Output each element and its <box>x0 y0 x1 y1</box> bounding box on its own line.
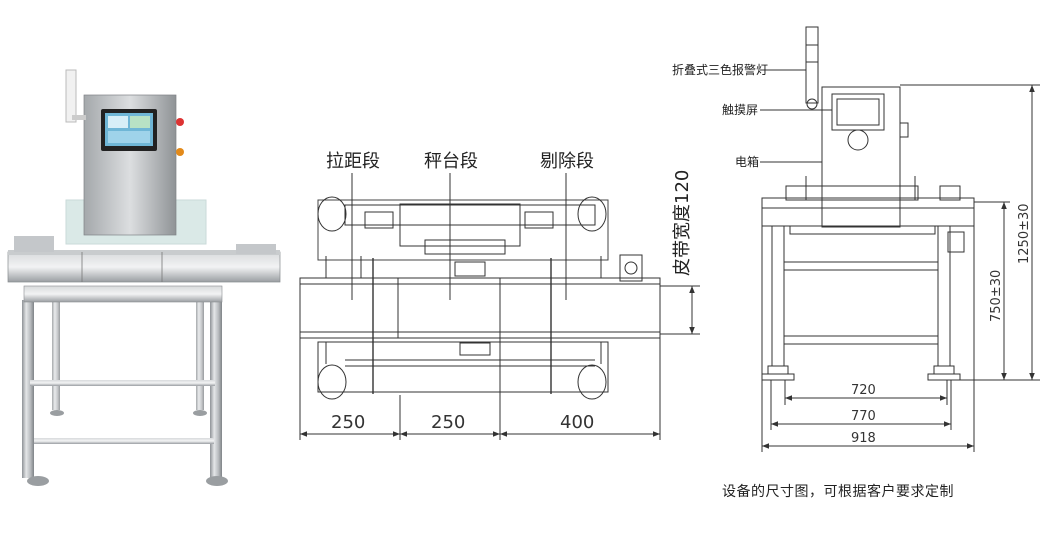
dim-total-height: 1250±30 <box>1017 203 1032 264</box>
dim-conveyor-height: 750±30 <box>989 270 1004 322</box>
segment-length-pull: 250 <box>331 412 365 433</box>
segment-label-reject: 剔除段 <box>540 151 594 172</box>
callout-electric-box: 电箱 <box>735 154 759 169</box>
callout-touch-screen: 触摸屏 <box>722 103 758 117</box>
machine-photo <box>7 69 281 486</box>
front-view-labels: 拉距段 秤台段 剔除段 250 250 400 皮带宽度120 <box>326 151 693 433</box>
segment-length-weigh: 250 <box>431 412 465 433</box>
segment-label-weigh: 秤台段 <box>424 151 478 172</box>
callout-alarm-light: 折叠式三色报警灯 <box>672 62 768 77</box>
segment-length-reject: 400 <box>560 412 594 433</box>
segment-label-pull: 拉距段 <box>326 151 380 172</box>
side-view-labels: 折叠式三色报警灯 触摸屏 电箱 720 770 918 750±30 1250±… <box>672 62 1032 446</box>
diagram-caption: 设备的尺寸图，可根据客户要求定制 <box>722 484 954 500</box>
side-view-drawing <box>760 26 1040 452</box>
dim-leg-width: 770 <box>851 409 876 424</box>
front-view-drawing <box>299 173 700 440</box>
belt-width-label: 皮带宽度120 <box>672 170 693 276</box>
dim-overall-width: 918 <box>851 431 876 446</box>
dim-inner-width: 720 <box>851 383 876 398</box>
